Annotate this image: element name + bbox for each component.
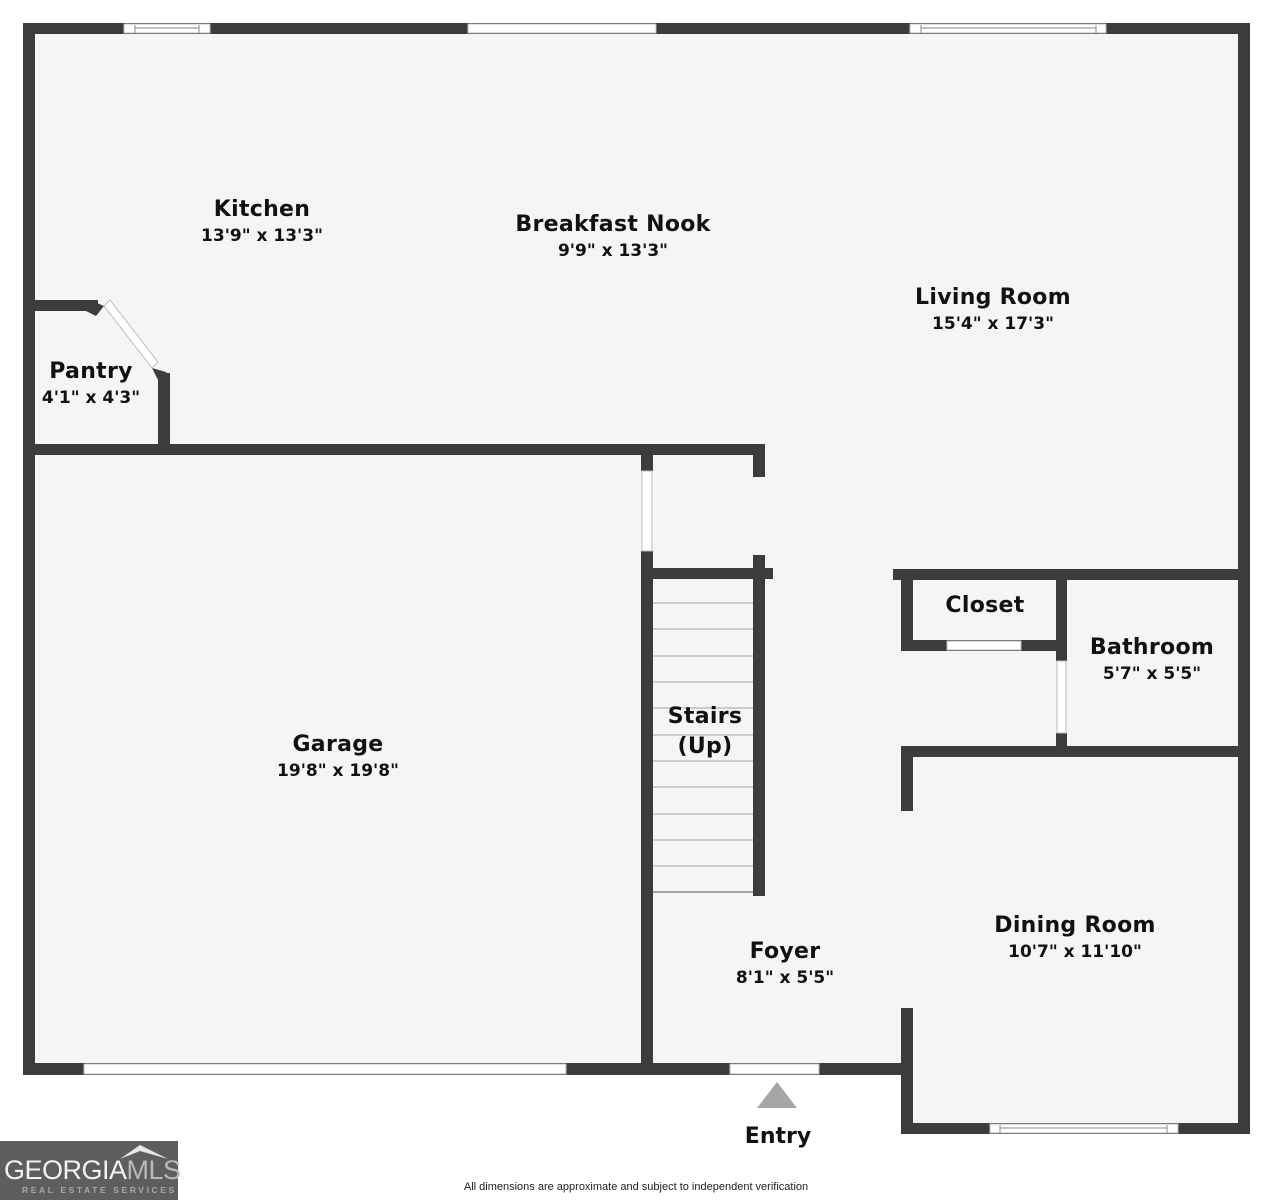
- roof-icon: [120, 1145, 168, 1159]
- wall-pantry-corner-b: [152, 368, 170, 380]
- wall-dining-left-upper: [901, 746, 913, 811]
- logo-text-light: MLS: [126, 1155, 182, 1185]
- closet-door: [946, 640, 1022, 651]
- wall-dining-top: [901, 746, 1250, 757]
- openings: [83, 23, 1179, 1134]
- room-stairs: Stairs (Up): [668, 703, 743, 761]
- room-dimensions: 4'1" x 4'3": [41, 388, 141, 408]
- room-name: Breakfast Nook: [515, 212, 711, 237]
- stair-treads: [653, 602, 753, 893]
- room-dimensions: 19'8" x 19'8": [277, 761, 399, 781]
- room-dimensions: 8'1" x 5'5": [735, 968, 835, 988]
- room-dimensions: 15'4" x 17'3": [932, 314, 1054, 334]
- wall-closet-left: [901, 569, 913, 651]
- wall-stairs-top: [641, 568, 773, 579]
- wall-bath-left-bottom: [1056, 733, 1067, 757]
- room-name: Garage: [292, 732, 384, 757]
- wall-garage-right-top: [641, 444, 653, 471]
- logo-tagline: REAL ESTATE SERVICES: [22, 1185, 177, 1195]
- room-name: Foyer: [749, 939, 821, 964]
- wall-bath-left-top: [1056, 569, 1067, 661]
- room-name: Bathroom: [1089, 635, 1215, 660]
- wall-hall-stub: [753, 444, 765, 477]
- wall-pantry-corner-a: [86, 300, 104, 316]
- room-dimensions: 9'9" x 13'3": [557, 241, 669, 261]
- wall-pantry-top: [23, 300, 98, 311]
- room-name: Stairs: [667, 704, 743, 729]
- room-dimensions: 5'7" x 5'5": [1102, 664, 1202, 684]
- wall-closet-top: [893, 569, 1250, 580]
- room-name: Dining Room: [994, 913, 1156, 938]
- logo-wordmark: GEORGIAMLS: [4, 1155, 181, 1186]
- wall-stairs-right: [753, 555, 765, 896]
- room-pantry: Pantry 4'1" x 4'3": [42, 358, 140, 410]
- bathroom-door: [1056, 660, 1067, 734]
- room-foyer: Foyer 8'1" x 5'5": [736, 938, 834, 990]
- floor-area: [30, 30, 1244, 1130]
- disclaimer-text: All dimensions are approximate and subje…: [463, 1181, 809, 1193]
- pantry-door: [103, 299, 159, 369]
- room-name: Kitchen: [213, 197, 311, 222]
- wall-dining-left-lower: [901, 1008, 913, 1134]
- room-breakfast-nook: Breakfast Nook 9'9" x 13'3": [515, 211, 710, 263]
- room-name: Living Room: [915, 285, 1071, 310]
- wall-left: [23, 23, 35, 1075]
- room-name: Closet: [945, 593, 1025, 618]
- room-subtitle: (Up): [677, 734, 733, 759]
- room-dining-room: Dining Room 10'7" x 11'10": [994, 912, 1155, 964]
- garage-door: [83, 1063, 567, 1075]
- room-living-room: Living Room 15'4" x 17'3": [915, 284, 1071, 336]
- room-kitchen: Kitchen 13'9" x 13'3": [201, 196, 323, 248]
- georgia-mls-logo: GEORGIAMLS REAL ESTATE SERVICES: [0, 1141, 181, 1200]
- room-dimensions: 13'9" x 13'3": [201, 226, 323, 246]
- triangle-up-arrow-icon: [757, 1082, 797, 1108]
- room-dimensions: 10'7" x 11'10": [1008, 942, 1142, 962]
- garage-interior-door: [641, 470, 653, 552]
- front-door: [729, 1063, 820, 1075]
- logo-text-dark: GEORGIA: [4, 1155, 127, 1185]
- wall-pantry-right: [158, 373, 170, 455]
- room-name: Pantry: [49, 359, 133, 384]
- wall-garage-right: [641, 551, 653, 1075]
- entry-label: Entry: [744, 1124, 812, 1149]
- room-closet: Closet: [945, 592, 1024, 620]
- wall-garage-top: [23, 444, 765, 455]
- room-bathroom: Bathroom 5'7" x 5'5": [1090, 634, 1214, 686]
- opening-top-middle: [467, 23, 657, 34]
- room-garage: Garage 19'8" x 19'8": [277, 731, 399, 783]
